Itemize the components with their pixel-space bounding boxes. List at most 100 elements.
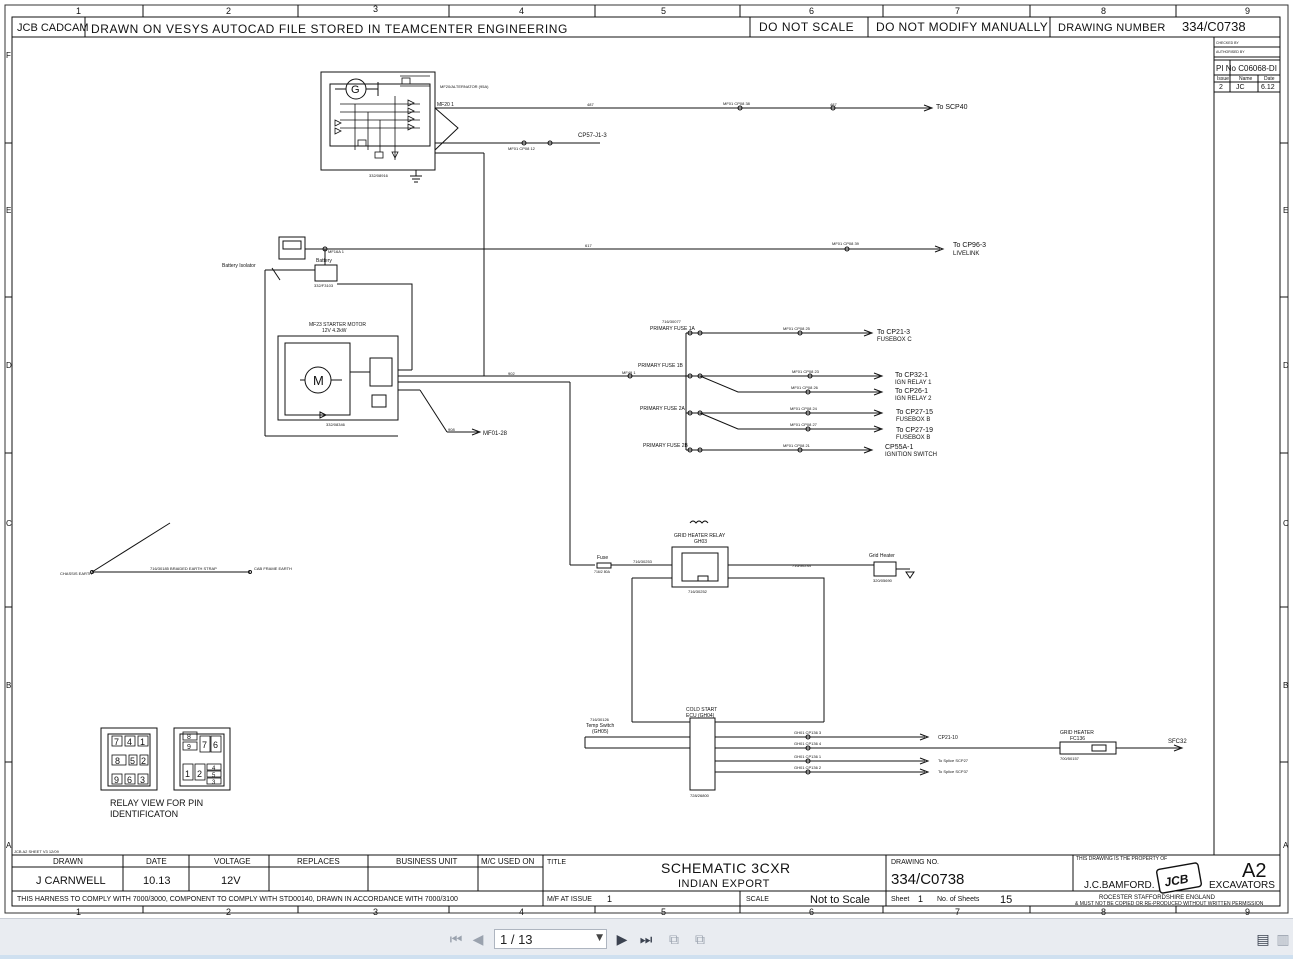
grid-col-9-bottom: 9 [1245,907,1250,917]
relay-pin: 3 [212,780,216,786]
wire-487a: 487 [587,102,594,107]
to-scp37: To Splice SCP37 [938,769,969,774]
sheets-value: 15 [1000,894,1012,906]
relay-pin: 8 [187,734,191,741]
schematic-drawing: 1 2 3 4 5 6 7 8 9 1 2 3 4 5 6 7 8 9 F E … [4,4,1289,917]
grid-col-3-bottom: 3 [373,907,378,917]
previous-page-icon[interactable]: ◀ [472,932,484,948]
authorised-by: AUTHORISED BY [1216,50,1245,54]
temp-switch-label: Temp Switch [586,723,615,729]
cp08-21: MF01 CP08 21 [783,443,811,448]
issue-value: 2 [1219,84,1223,91]
relay-pin: 6 [213,740,218,750]
mf16a-1: MF16A 1 [328,249,345,254]
cadcam-label: JCB CADCAM [17,22,89,34]
drawing-no-label: DRAWING NO. [891,859,939,866]
status-strip [0,955,1293,959]
grid-col-9: 9 [1245,6,1250,16]
date-label-tb: DATE [146,857,167,866]
relay-pin: 2 [197,769,202,779]
to-scp40: To SCP40 [936,104,968,111]
cp57-label: CP57-J1-3 [578,133,607,139]
first-page-icon[interactable]: ⏮ [449,932,463,948]
copy-notice: & MUST NOT BE COPIED OR RE-PRODUCED WITH… [1075,901,1264,907]
battery-label: Battery [316,258,332,264]
cab-frame-earth: CAB FRAME EARTH [254,566,292,571]
title-line-2: INDIAN EXPORT [678,878,770,890]
grid-col-1-bottom: 1 [76,907,81,917]
sheet-size: A2 [1242,860,1266,882]
mf01-cp08-39: MF01 CP08 39 [832,241,860,246]
pi-number: PI No C06068-DI [1216,64,1277,73]
starter-symbol: M [313,373,324,388]
relay-pin: 9 [187,744,191,751]
grid-row-a: A [6,841,12,850]
to-cp26-1: To CP26-1 [895,388,928,395]
wire-487b: 487 [830,102,837,107]
mf-at-issue-value: 1 [607,894,612,904]
relay-view-line-1: RELAY VIEW FOR PIN [110,798,203,808]
voltage-value: 12V [221,875,241,887]
name-value: JC [1236,84,1245,91]
pf-2b-label: PRIMARY FUSE 2B [643,443,688,449]
mf49-1: MF49 1 [622,370,636,375]
ign-relay-1: IGN RELAY 1 [895,380,932,386]
fusebox-b-2: FUSEBOX B [896,435,930,441]
relay-pin: 7 [114,737,119,747]
relay-pin: 5 [212,773,216,779]
page-selector[interactable]: 1 / 13 ▼ [494,929,607,949]
earth-strap-label: 716/30185 BRAIDED EARTH STRAP [150,566,217,571]
pf-1a-label: PRIMARY FUSE 1A [650,326,695,332]
single-page-view-icon[interactable]: ▤ [1256,932,1270,948]
scale-value: Not to Scale [810,894,870,906]
drawing-no-value: 334/C0738 [891,871,964,888]
wire-902: 902 [508,371,515,376]
relay-part: 716/30252 [688,589,708,594]
scale-label: SCALE [746,896,769,903]
last-page-icon[interactable]: ⏭ [639,932,653,948]
relay-pin: 9 [114,775,119,785]
mc-used-on-label: M/C USED ON [481,857,535,866]
alternator-symbol: G [351,84,360,96]
starter-spec: 12V 4.2kW [322,328,347,334]
gh01-3: GH01 CP136 3 [794,730,822,735]
relay-pin: 7 [202,740,207,750]
grid-row-b-right: B [1283,681,1288,690]
page-indicator: 1 / 13 [500,931,533,947]
do-not-modify: DO NOT MODIFY MANUALLY [876,20,1048,34]
gh01-2: GH01 CP136 2 [794,765,822,770]
starter-part: 332/08346 [326,422,346,427]
company-address: ROCESTER STAFFORDSHIRE ENGLAND [1099,895,1216,901]
drawn-on-note: DRAWN ON VESYS AUTOCAD FILE STORED IN TE… [91,22,568,36]
drawn-value: J CARNWELL [36,875,106,887]
grid-heater-part: 320/05690 [873,578,893,583]
cp08-23: MF01 CP08 23 [792,369,820,374]
grid-col-7: 7 [955,6,960,16]
cp08-27: MF01 CP08 27 [790,422,818,427]
wire-617: 617 [585,243,592,248]
issue-label: Issue [1217,76,1229,82]
relay-view-line-2: IDENTIFICATON [110,809,178,819]
relay-pin: 5 [130,756,135,766]
grid-col-6: 6 [809,6,814,16]
cold-start-label: COLD START [686,707,717,713]
grid-row-b: B [6,681,11,690]
grid-col-3: 3 [373,4,378,14]
mf01-28: MF01-28 [483,431,508,437]
grid-row-d-right: D [1283,361,1289,370]
relay-pin: 8 [115,756,120,766]
to-cp21-3: To CP21-3 [877,329,910,336]
to-scp27: To Splice SCP27 [938,758,969,763]
grid-col-2: 2 [226,6,231,16]
continuous-view-icon[interactable]: ▥ [1276,932,1290,948]
property-note: THIS DRAWING IS THE PROPERTY OF [1076,856,1167,862]
next-page-icon[interactable]: ▶ [616,932,628,948]
to-cp21-10: CP21-10 [938,735,958,741]
company-name: J.C.BAMFORD. [1084,880,1155,891]
page-layout-alt-icon[interactable]: ⧉ [695,932,705,948]
business-unit-label: BUSINESS UNIT [396,857,457,866]
grid-col-1: 1 [76,6,81,16]
alternator-part: 332/08916 [369,173,389,178]
page-layout-icon[interactable]: ⧉ [669,932,679,948]
wire-716-30253: 716/30253 [633,559,653,564]
